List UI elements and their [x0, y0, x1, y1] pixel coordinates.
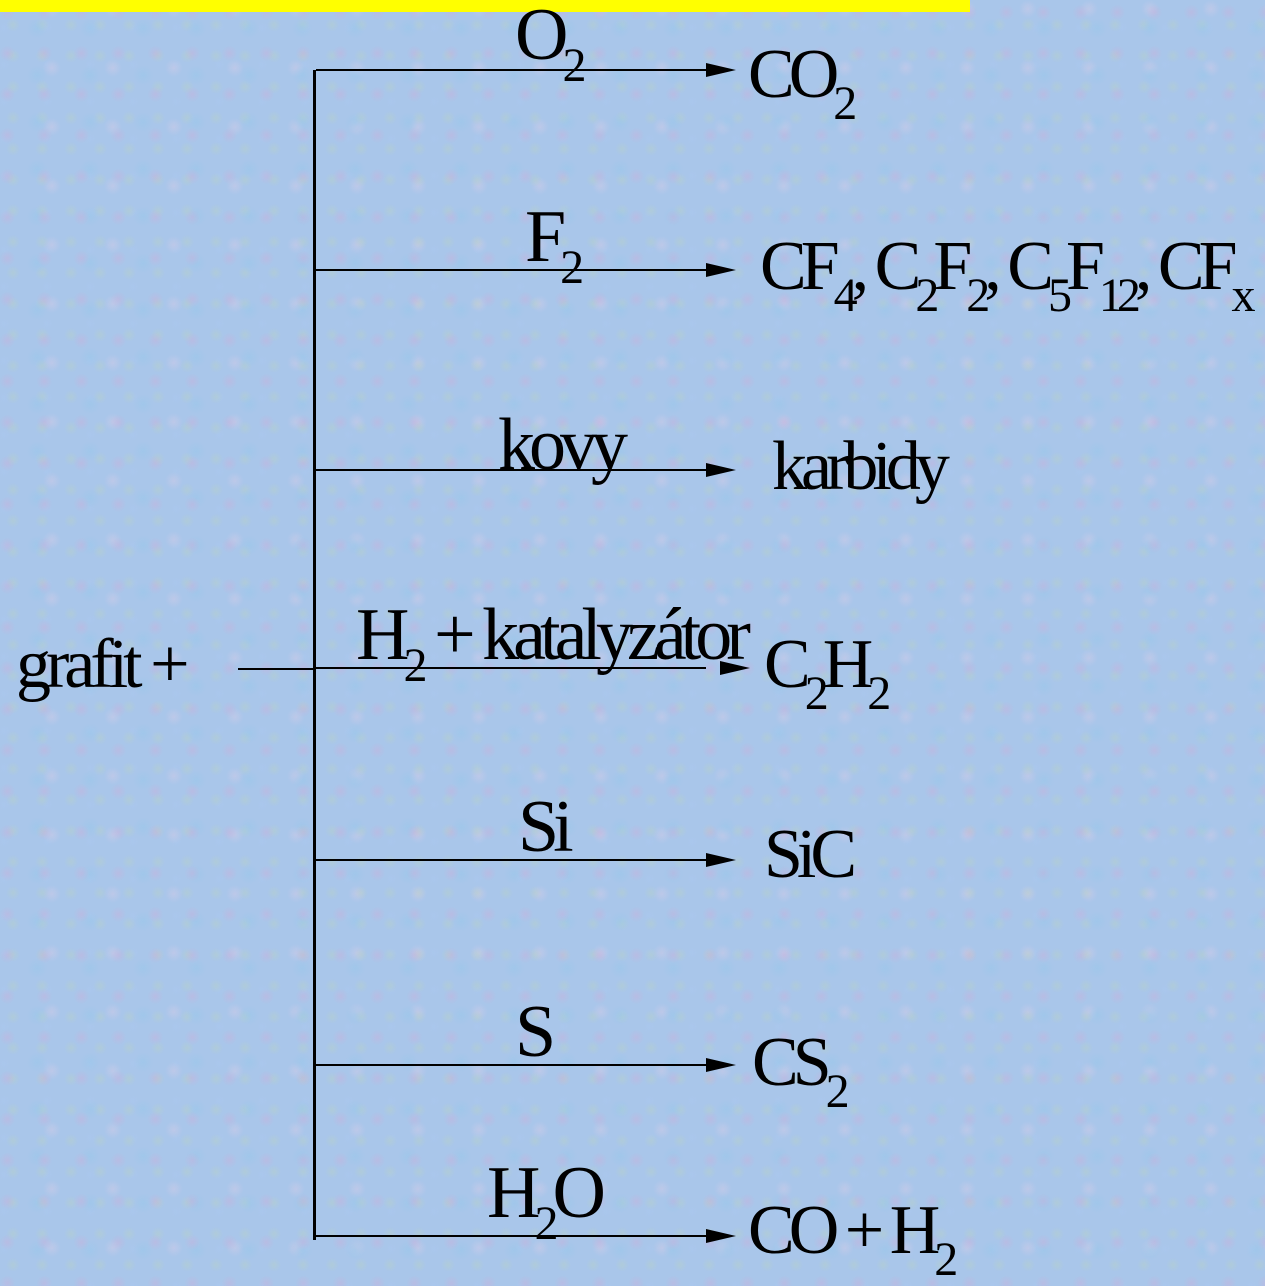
reagent-subscript: 2 — [534, 1197, 558, 1250]
reagent-label: kovy — [498, 408, 628, 482]
product-formula-part: SiC — [764, 816, 857, 893]
product-label: SiC — [764, 820, 857, 890]
reagent-formula: F — [525, 196, 566, 278]
reagent-formula: kovy — [498, 404, 628, 486]
product-label: CO + H2 — [748, 1196, 958, 1284]
reagent-label: F2 — [525, 200, 584, 292]
product-formula-part: , CF — [1134, 228, 1238, 305]
reaction-arrow-line — [316, 667, 706, 669]
product-subscript: 2 — [966, 269, 990, 322]
product-label: CF4, C2F2, C5F12, CFx — [760, 232, 1256, 320]
reaction-arrow-line — [316, 1064, 706, 1066]
reagent-suffix: O — [552, 1152, 606, 1234]
product-formula-part: F — [1065, 228, 1105, 305]
reaction-arrow-line — [316, 1235, 706, 1237]
reagent-formula: O — [515, 0, 569, 76]
arrowhead-icon — [720, 661, 750, 675]
reagent-formula: S — [515, 991, 556, 1073]
arrowhead-icon — [706, 63, 736, 77]
product-formula-part: CS — [752, 1024, 832, 1101]
start-label: grafit + — [16, 626, 190, 703]
reagent-formula: H — [487, 1152, 541, 1234]
arrowhead-icon — [706, 263, 736, 277]
reagent-formula: H — [356, 594, 410, 676]
product-label: C2H2 — [764, 630, 891, 718]
reagent-label: H2O — [487, 1156, 606, 1248]
product-subscript: 2 — [833, 77, 857, 130]
product-subscript: 4 — [833, 269, 858, 322]
start-reactant: grafit + — [16, 630, 190, 700]
product-formula-part: , C — [851, 228, 922, 305]
product-label: CS2 — [752, 1028, 850, 1116]
product-formula-part: CO — [748, 36, 839, 113]
product-label: CO2 — [748, 40, 857, 128]
arrowhead-icon — [706, 1229, 736, 1243]
reagent-subscript: 2 — [560, 241, 584, 294]
product-formula-part: CO + H — [748, 1192, 940, 1269]
product-formula-part: CF — [760, 228, 840, 305]
product-subscript: 2 — [804, 667, 829, 720]
product-formula-part: H — [822, 626, 874, 703]
reagent-subscript: 2 — [562, 39, 586, 92]
product-formula-part: , C — [984, 228, 1054, 305]
product-formula-part: karbidy — [772, 428, 950, 505]
entry-line — [238, 668, 316, 670]
product-label: karbidy — [772, 432, 950, 502]
product-subscript: 12 — [1098, 269, 1141, 322]
reaction-arrow-line — [316, 469, 706, 471]
product-formula-part: F — [933, 228, 972, 305]
title-highlight-bar — [0, 0, 970, 12]
product-subscript: x — [1231, 269, 1256, 322]
product-subscript: 2 — [934, 1233, 958, 1286]
reagent-subscript: 2 — [403, 639, 427, 692]
reagent-formula: Si — [518, 786, 574, 868]
product-subscript: 2 — [867, 667, 891, 720]
branch-rail — [313, 70, 316, 1240]
arrowhead-icon — [706, 463, 736, 477]
product-subscript: 2 — [825, 1065, 850, 1118]
reagent-label: Si — [518, 790, 574, 864]
product-subscript: 5 — [1047, 269, 1072, 322]
reaction-arrow-line — [316, 859, 706, 861]
product-formula-part: C — [764, 626, 811, 703]
arrowhead-icon — [706, 853, 736, 867]
reaction-arrow-line — [316, 69, 706, 71]
reagent-label: O2 — [515, 0, 586, 90]
reagent-label: S — [515, 995, 556, 1069]
reagent-label: H2 + katalyzátor — [356, 598, 751, 690]
product-subscript: 2 — [915, 269, 939, 322]
arrowhead-icon — [706, 1058, 736, 1072]
reagent-suffix: + katalyzátor — [421, 594, 751, 676]
reaction-arrow-line — [316, 269, 706, 271]
